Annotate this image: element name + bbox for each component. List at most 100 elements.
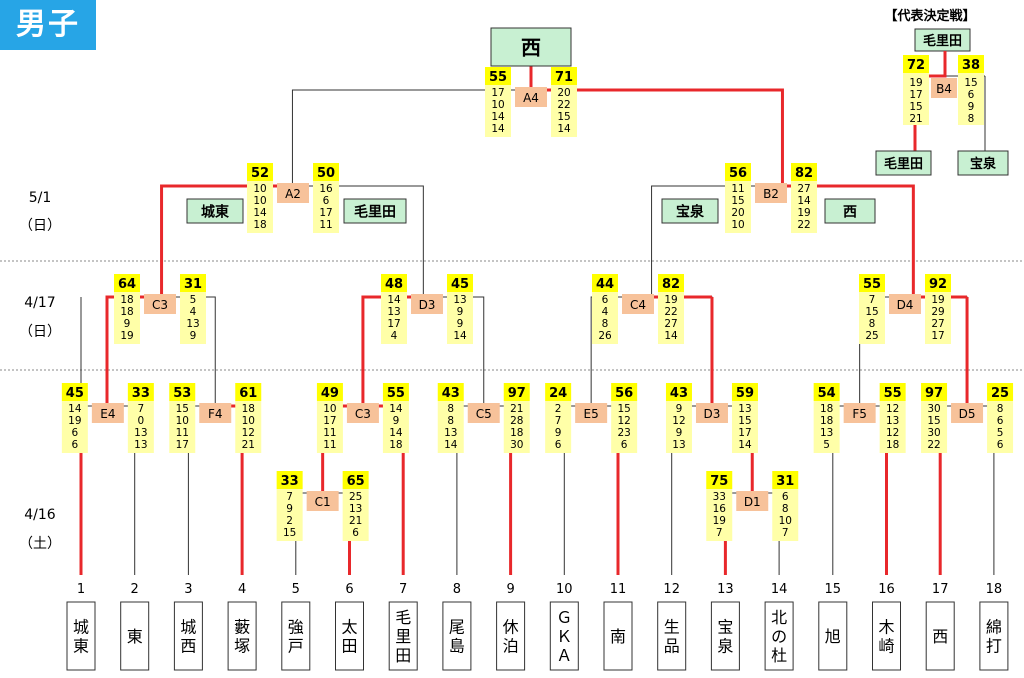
match-id-bg bbox=[622, 294, 654, 314]
set-score: 19 bbox=[909, 77, 922, 89]
bracket-line bbox=[81, 405, 136, 575]
set-score: 11 bbox=[319, 219, 332, 231]
match-id: C3 bbox=[152, 298, 168, 312]
match-id-bg bbox=[515, 87, 547, 107]
left-score: 52 bbox=[251, 166, 269, 181]
right-score: 65 bbox=[347, 474, 365, 489]
team-name-char: 田 bbox=[341, 637, 357, 656]
match-id-bg bbox=[695, 403, 728, 423]
set-score: 6 bbox=[72, 427, 79, 439]
set-score: 14 bbox=[557, 123, 571, 135]
set-score: 7 bbox=[869, 294, 876, 306]
right-score: 82 bbox=[662, 277, 680, 292]
team-box bbox=[925, 601, 955, 671]
team-name-char: Ｇ bbox=[556, 608, 572, 627]
score-bg bbox=[925, 274, 951, 292]
score-bg bbox=[381, 274, 407, 292]
sets-bg bbox=[958, 73, 984, 125]
sets-bg bbox=[447, 292, 473, 344]
date-label: 4/17 bbox=[24, 295, 55, 311]
winner-label: 宝泉 bbox=[676, 203, 705, 220]
winner-label-box bbox=[343, 198, 407, 224]
set-score: 9 bbox=[393, 415, 400, 427]
set-score: 19 bbox=[931, 294, 944, 306]
team-name-char: 杜 bbox=[771, 646, 787, 665]
sets-bg bbox=[276, 489, 303, 541]
sets-bg bbox=[381, 292, 407, 344]
team-name-char: 東 bbox=[73, 637, 89, 656]
match-id: D3 bbox=[419, 298, 436, 312]
team-number: 7 bbox=[399, 582, 407, 597]
set-score: 27 bbox=[931, 318, 944, 330]
score-bg bbox=[447, 274, 473, 292]
match-id: D3 bbox=[704, 407, 721, 421]
set-score: 8 bbox=[968, 113, 975, 125]
set-score: 13 bbox=[738, 403, 751, 415]
set-score: 8 bbox=[602, 318, 609, 330]
match-id: B2 bbox=[763, 187, 779, 201]
sets-bg bbox=[592, 292, 618, 344]
sets-bg bbox=[987, 401, 1014, 453]
score-bg bbox=[114, 274, 140, 292]
bracket-line bbox=[105, 295, 160, 406]
set-score: 6 bbox=[555, 439, 562, 451]
set-score: 15 bbox=[283, 527, 296, 539]
team-name-char: 休 bbox=[503, 618, 519, 637]
set-score: 14 bbox=[389, 427, 403, 439]
match-id: D1 bbox=[744, 495, 761, 509]
set-score: 9 bbox=[286, 503, 293, 515]
left-score: 33 bbox=[281, 474, 299, 489]
team-name-char: 泊 bbox=[503, 637, 519, 656]
score-bg bbox=[313, 163, 339, 181]
playoff-left: 毛里田 bbox=[884, 156, 923, 172]
team-name-char: 木 bbox=[878, 618, 894, 637]
set-score: 13 bbox=[387, 306, 400, 318]
set-score: 17 bbox=[323, 415, 336, 427]
left-score: 48 bbox=[385, 277, 403, 292]
set-score: 12 bbox=[886, 427, 899, 439]
set-score: 14 bbox=[491, 111, 505, 123]
left-score: 97 bbox=[925, 386, 943, 401]
set-score: 15 bbox=[731, 195, 744, 207]
bracket-line bbox=[940, 405, 995, 575]
set-score: 18 bbox=[886, 439, 899, 451]
playoff-right: 宝泉 bbox=[970, 156, 997, 172]
left-score: 45 bbox=[66, 386, 84, 401]
match-id: C1 bbox=[315, 495, 331, 509]
team-number: 12 bbox=[663, 582, 680, 597]
score-bg bbox=[725, 163, 751, 181]
set-score: 13 bbox=[134, 439, 147, 451]
sets-bg bbox=[551, 85, 577, 137]
set-score: 7 bbox=[716, 527, 723, 539]
match-id: E4 bbox=[100, 407, 115, 421]
set-score: 14 bbox=[491, 123, 505, 135]
team-number: 6 bbox=[345, 582, 353, 597]
team-box bbox=[173, 601, 203, 671]
score-bg bbox=[169, 383, 196, 401]
score-bg bbox=[61, 383, 88, 401]
playoff-title: 【代表決定戦】 bbox=[884, 8, 975, 24]
set-score: 9 bbox=[124, 318, 131, 330]
score-bg bbox=[551, 67, 577, 85]
set-score: 21 bbox=[510, 403, 523, 415]
playoff-left-box bbox=[875, 150, 932, 176]
team-number: 9 bbox=[506, 582, 514, 597]
team-number: 17 bbox=[932, 582, 949, 597]
team-name-char: 城 bbox=[73, 618, 89, 637]
left-score: 43 bbox=[442, 386, 460, 401]
team-name-char: 塚 bbox=[234, 637, 250, 656]
set-score: 33 bbox=[713, 491, 726, 503]
match-id: C4 bbox=[630, 298, 646, 312]
sets-bg bbox=[235, 401, 262, 453]
score-bg bbox=[545, 383, 572, 401]
score-bg bbox=[958, 55, 984, 73]
team-number: 3 bbox=[184, 582, 192, 597]
score-bg bbox=[437, 383, 464, 401]
date-label: （土） bbox=[19, 536, 61, 552]
set-score: 19 bbox=[68, 415, 81, 427]
set-score: 13 bbox=[886, 415, 899, 427]
team-name-char: 城 bbox=[180, 618, 196, 637]
set-score: 15 bbox=[927, 415, 940, 427]
team-name-char: 戸 bbox=[288, 637, 304, 656]
set-score: 10 bbox=[176, 415, 189, 427]
